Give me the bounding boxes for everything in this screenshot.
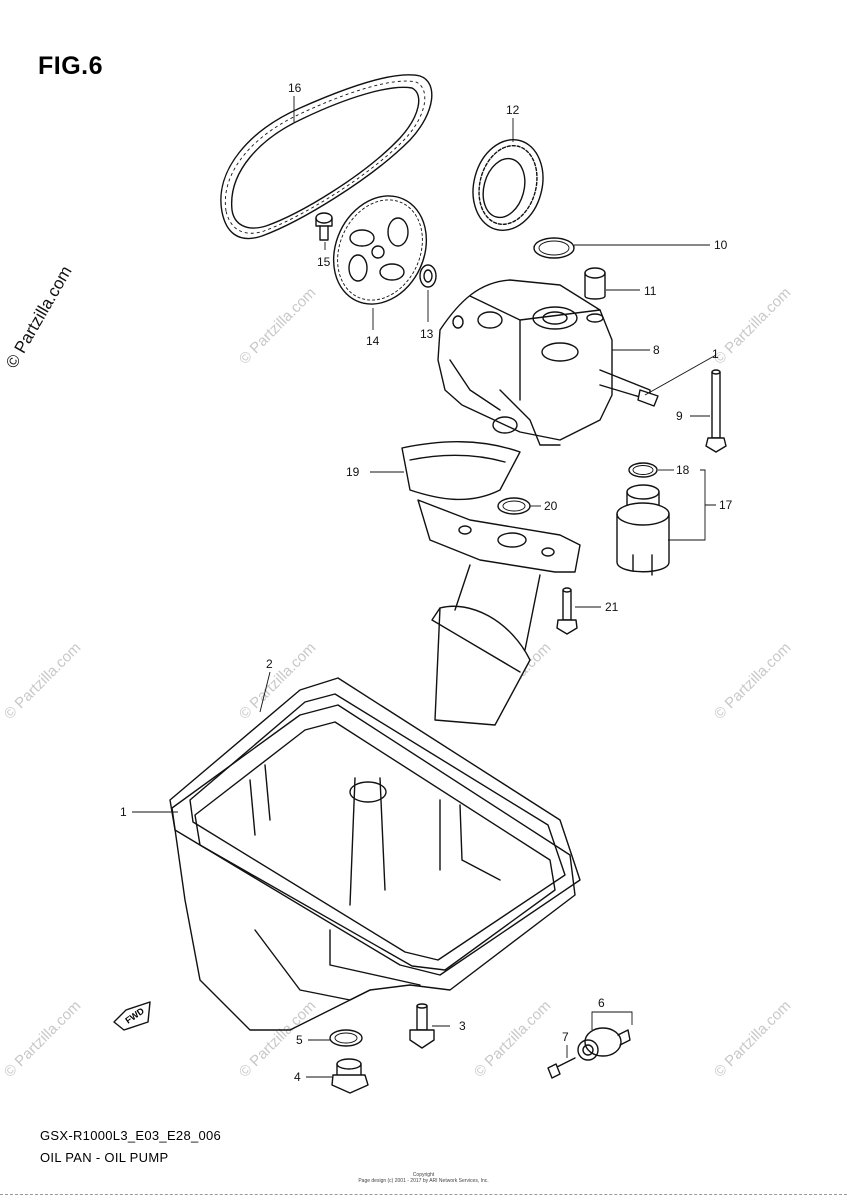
callout-10: 10 [714,238,728,252]
part-12-sprocket [472,139,544,231]
watermark-tile: © Partzilla.com [471,997,554,1080]
diagram-title: OIL PAN - OIL PUMP [40,1150,169,1165]
callout-8: 8 [653,343,660,357]
callout-4: 4 [294,1070,301,1084]
callout-6: 6 [598,996,605,1010]
watermark-tile: © Partzilla.com [711,639,794,722]
part-strainer-pipe [417,499,581,726]
part-3-bolt [409,1003,435,1049]
callout-14: 14 [366,334,380,348]
part-7-screw [547,1057,576,1079]
bottom-divider [0,1194,847,1195]
part-18-oring [628,462,658,478]
callouts: 16 12 15 14 13 10 11 8 1 9 18 19 20 17 2… [120,81,733,1084]
callout-1: 1 [120,805,127,819]
watermark-tile: © Partzilla.com [236,284,319,367]
part-20-oring-inner [502,500,526,512]
callout-3: 3 [459,1019,466,1033]
part-1-oil-pan [171,704,576,1031]
part-6-pressure-switch [577,1027,631,1061]
leader-lines [132,96,717,1078]
callout-16: 16 [288,81,302,95]
callout-21: 21 [605,600,619,614]
callout-15: 15 [317,255,331,269]
part-10-oring-inner [538,240,570,256]
part-18-oring-inner [632,465,654,475]
callout-18: 18 [676,463,690,477]
part-8-oil-pump [437,279,659,446]
callout-5: 5 [296,1033,303,1047]
callout-9: 9 [676,409,683,423]
part-13-washer [419,264,437,288]
part-21-bolt [556,587,578,635]
figure-title: FIG.6 [38,52,104,80]
part-15-bolt [315,212,333,241]
part-19-strainer-cover [401,441,521,501]
part-17-relief-valve [616,484,670,576]
callout-17: 17 [719,498,733,512]
callout-12: 12 [506,103,520,117]
callout-13: 13 [420,327,434,341]
copyright-text: Page design (c) 2001 - 2017 by ARI Netwo… [358,1178,489,1184]
copyright-label: Copyright [412,1172,435,1178]
watermark-tile: © Partzilla.com [236,639,319,722]
callout-11: 11 [644,284,657,298]
watermark-grid: © Partzilla.com © Partzilla.com © Partzi… [1,284,794,1080]
callout-19: 19 [346,465,360,479]
part-9-bolt [705,369,727,453]
part-5-washer-inner [334,1032,358,1044]
part-16-chain [220,74,433,240]
part-14-sprocket [332,195,428,305]
callout-1-top: 1 [712,347,719,361]
watermark-tile: © Partzilla.com [711,997,794,1080]
watermark-tile: © Partzilla.com [1,639,84,722]
diagram-code: GSX-R1000L3_E03_E28_006 [40,1128,222,1143]
callout-20: 20 [544,499,558,513]
part-4-drain-plug [331,1058,369,1094]
fwd-arrow-icon: FWD [113,1001,151,1031]
callout-2: 2 [266,657,273,671]
part-10-oring [533,237,575,259]
part-2-gasket [169,677,581,976]
callout-7: 7 [562,1030,569,1044]
watermark-tile: © Partzilla.com [711,284,794,367]
watermark-tile: © Partzilla.com [1,997,84,1080]
part-5-washer [329,1029,363,1047]
watermark-tile: © Partzilla.com [236,997,319,1080]
part-11-dowel [584,267,606,300]
